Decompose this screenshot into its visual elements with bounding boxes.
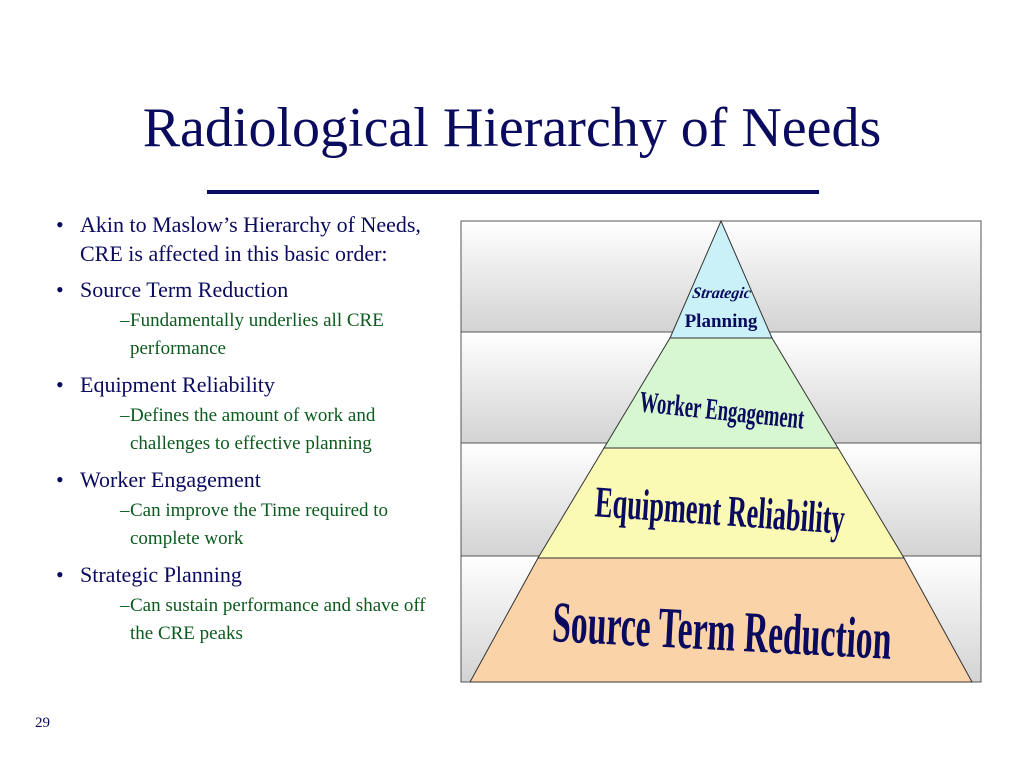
bullet-dot-icon: •	[56, 467, 64, 492]
bullet-dot-icon: •	[56, 212, 64, 237]
dash-icon: –	[120, 405, 130, 426]
tier-label-strategic: Strategic	[691, 285, 752, 302]
bullet-text: Source Term Reduction	[80, 277, 289, 302]
sub-bullet-text: Can improve the Time required to complet…	[130, 500, 389, 549]
bullet-item: • Source Term Reduction	[56, 275, 451, 304]
sub-bullet-text: Fundamentally underlies all CRE performa…	[130, 310, 384, 359]
page-number: 29	[35, 715, 50, 731]
sub-bullet-text: Defines the amount of work and challenge…	[130, 405, 376, 454]
tier-source-term-reduction	[469, 557, 973, 683]
bullet-dot-icon: •	[56, 277, 64, 302]
sub-bullet-text: Can sustain performance and shave off th…	[130, 595, 426, 644]
sub-bullet-item: – Fundamentally underlies all CRE perfor…	[120, 307, 451, 363]
dash-icon: –	[120, 500, 130, 521]
bullet-item: • Worker Engagement	[56, 465, 451, 494]
sub-bullet-item: – Defines the amount of work and challen…	[120, 402, 451, 458]
dash-icon: –	[120, 310, 130, 331]
title-underline	[207, 190, 819, 194]
bullet-item: • Strategic Planning	[56, 560, 451, 589]
slide-title: Radiological Hierarchy of Needs	[142, 97, 882, 159]
tier-label-planning: Planning	[685, 311, 758, 332]
bullet-text: Akin to Maslow’s Hierarchy of Needs, CRE…	[80, 212, 421, 266]
sub-bullet-item: – Can sustain performance and shave off …	[120, 592, 451, 648]
bullet-item: • Akin to Maslow’s Hierarchy of Needs, C…	[56, 210, 451, 268]
bullet-text: Equipment Reliability	[80, 372, 275, 397]
bullet-text: Worker Engagement	[80, 467, 261, 492]
bullet-text: Strategic Planning	[80, 562, 242, 587]
dash-icon: –	[120, 595, 130, 616]
bullet-list: • Akin to Maslow’s Hierarchy of Needs, C…	[56, 210, 451, 648]
bullet-dot-icon: •	[56, 372, 64, 397]
sub-bullet-item: – Can improve the Time required to compl…	[120, 497, 451, 553]
bullet-dot-icon: •	[56, 562, 64, 587]
bullet-item: • Equipment Reliability	[56, 370, 451, 399]
